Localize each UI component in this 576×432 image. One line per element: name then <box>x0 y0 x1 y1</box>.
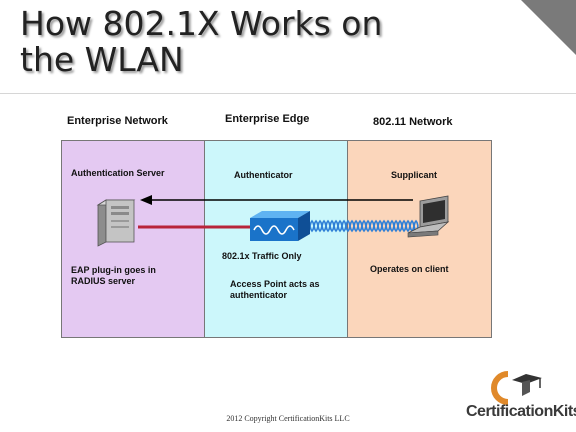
header-enterprise-network: Enterprise Network <box>67 115 168 127</box>
wireless-network-zone <box>347 140 492 338</box>
traffic-label: 802.1x Traffic Only <box>222 251 302 261</box>
authentication-server-label: Authentication Server <box>71 168 165 178</box>
certificationkits-logo: CertificationKits <box>466 403 576 420</box>
ap-note-line-2: authenticator <box>230 290 288 300</box>
supplicant-label: Supplicant <box>391 170 438 180</box>
eap-plugin-note: EAP plug-in goes in RADIUS server <box>71 265 156 287</box>
header-enterprise-edge: Enterprise Edge <box>225 113 310 125</box>
logo-icon <box>491 371 542 405</box>
corner-decoration <box>521 0 576 55</box>
eap-note-line-1: EAP plug-in goes in <box>71 265 156 275</box>
authenticator-label: Authenticator <box>234 170 293 180</box>
title-divider <box>0 93 576 94</box>
copyright-footer: 2012 Copyright CertificationKits LLC <box>226 414 350 423</box>
access-point-note: Access Point acts as authenticator <box>230 279 320 301</box>
eap-note-line-2: RADIUS server <box>71 276 136 286</box>
slide-title: How 802.1X Works on the WLAN <box>20 4 383 79</box>
operates-on-client-label: Operates on client <box>370 264 449 274</box>
ap-note-line-1: Access Point acts as <box>230 279 320 289</box>
header-802-11-network: 802.11 Network <box>373 116 453 128</box>
